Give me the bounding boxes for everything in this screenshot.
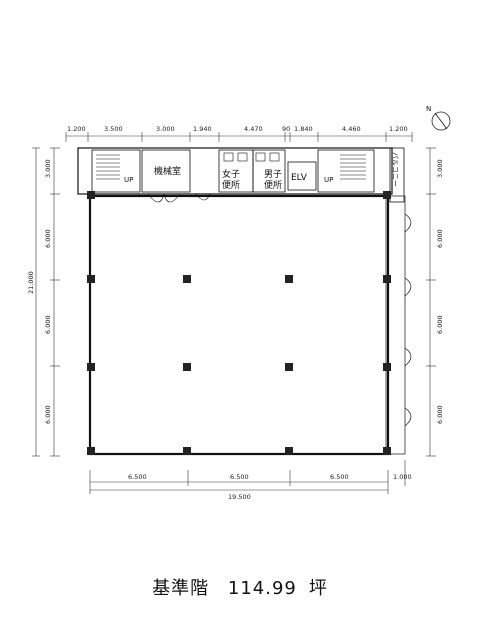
right-dim-0: 3.000: [436, 159, 444, 178]
structural-columns: [87, 191, 391, 455]
top-dim-1: 3.500: [104, 125, 123, 133]
stair-up-left-label: UP: [124, 176, 133, 184]
right-dimensions: 3.000 6.000 6.000 6.000: [426, 147, 444, 457]
men-restroom-label-2: 便所: [264, 179, 282, 191]
elevator-label: ELV: [291, 173, 308, 183]
top-dim-6: 1.840: [294, 125, 313, 133]
bottom-right-dim: 1.000: [393, 473, 412, 481]
left-dim-2: 6.000: [44, 315, 52, 334]
left-dim-0: 3.000: [44, 159, 52, 178]
bottom-dim-1: 6.500: [230, 473, 249, 481]
women-restroom-label-1: 女子: [222, 168, 240, 180]
bottom-dimensions: 6.500 6.500 6.500 19.500 1.000: [89, 460, 412, 501]
floor-area: 114.99: [227, 578, 297, 599]
left-dim-1: 6.000: [44, 229, 52, 248]
balcony-label: バルコニー: [391, 152, 399, 187]
top-dim-3: 1.940: [193, 125, 212, 133]
machine-room-label: 機械室: [154, 165, 181, 177]
left-total: 21.000: [27, 271, 35, 294]
top-dim-7: 4.460: [342, 125, 361, 133]
office-floor: [88, 194, 406, 456]
top-dim-5: 90: [282, 125, 290, 133]
bottom-total: 19.500: [228, 493, 251, 501]
top-dim-8: 1.200: [389, 125, 408, 133]
area-unit: 坪: [308, 578, 328, 599]
top-dim-2: 3.000: [156, 125, 175, 133]
left-dimensions: 3.000 6.000 6.000 6.000 21.000: [27, 147, 60, 457]
top-dimensions: 1.200 3.500 3.000 1.940 4.470 90 1.840 4…: [65, 125, 413, 142]
women-restroom-label-2: 便所: [222, 179, 240, 191]
bottom-dim-2: 6.500: [330, 473, 349, 481]
top-dim-0: 1.200: [67, 125, 86, 133]
north-label: N: [426, 105, 431, 113]
right-dim-3: 6.000: [436, 405, 444, 424]
top-dim-4: 4.470: [244, 125, 263, 133]
men-restroom-label-1: 男子: [264, 169, 282, 180]
left-dim-3: 6.000: [44, 405, 52, 424]
side-doors: [404, 213, 412, 427]
north-arrow-icon: N: [426, 105, 451, 131]
floor-caption: 基準階 114.99 坪: [0, 574, 480, 600]
core-area: [77, 147, 405, 203]
bottom-dim-0: 6.500: [128, 473, 147, 481]
floor-name: 基準階: [152, 578, 210, 599]
right-dim-2: 6.000: [436, 315, 444, 334]
right-dim-1: 6.000: [436, 229, 444, 248]
stair-up-right-label: UP: [324, 176, 333, 184]
